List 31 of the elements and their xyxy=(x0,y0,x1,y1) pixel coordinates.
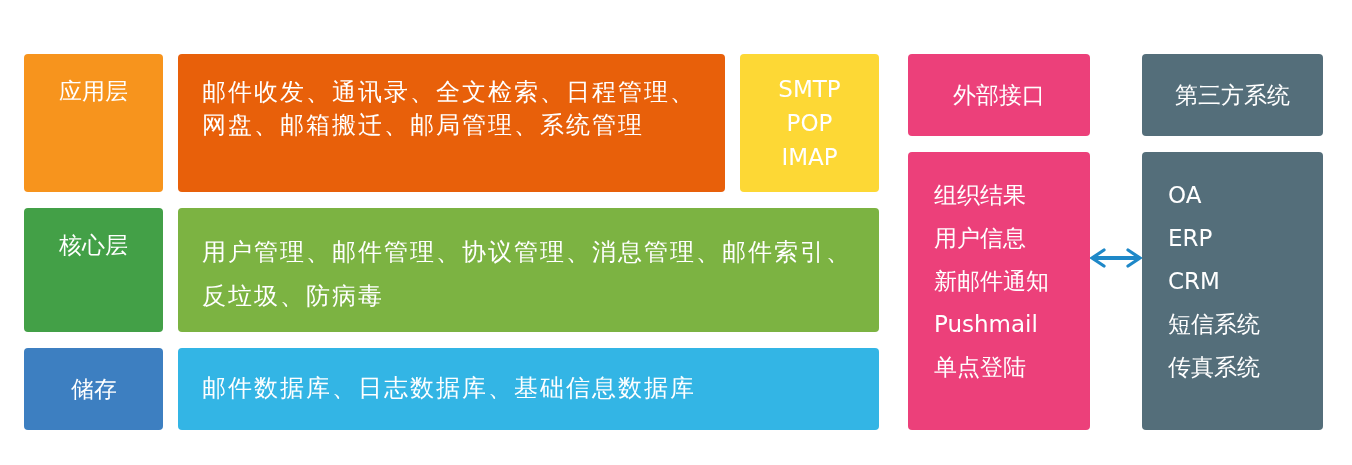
heading-text: 核心层 xyxy=(59,231,128,260)
list-item-text: 新邮件通知 xyxy=(934,267,1050,296)
heading-text: 第三方系统 xyxy=(1175,80,1290,110)
module-box xyxy=(178,54,725,192)
heading-text: 外部接口 xyxy=(953,80,1045,110)
list-item-text: CRM xyxy=(1168,267,1221,296)
protocol-text: SMTP POP IMAP xyxy=(777,75,842,172)
layer-label-box xyxy=(24,208,163,332)
list-item-text: Pushmail xyxy=(934,310,1039,339)
list-item-text: 组织结果 xyxy=(934,181,1027,210)
module-box xyxy=(178,208,879,332)
list-item-text: ERP xyxy=(1168,224,1214,253)
layer-label-box xyxy=(24,54,163,192)
heading-text: 储存 xyxy=(70,374,117,404)
interface-list-box xyxy=(908,152,1090,430)
double-arrow xyxy=(1090,248,1142,268)
list-item-text: 单点登陆 xyxy=(934,353,1027,382)
list-item-text: 用户信息 xyxy=(934,224,1027,253)
description-text: 邮件收发、通讯录、全文检索、日程管理、网盘、邮箱搬迁、邮局管理、系统管理 xyxy=(202,77,697,141)
list-item-text: 传真系统 xyxy=(1168,353,1261,382)
module-box xyxy=(178,348,879,430)
interface-header-box xyxy=(908,54,1090,136)
description-text: 邮件数据库、日志数据库、基础信息数据库 xyxy=(202,373,697,404)
system-header-box xyxy=(1142,54,1323,136)
layer-label-box xyxy=(24,348,163,430)
list-item-text: 短信系统 xyxy=(1168,310,1261,339)
description-text: 用户管理、邮件管理、协议管理、消息管理、邮件索引、反垃圾、防病毒 xyxy=(202,237,853,312)
heading-text: 应用层 xyxy=(59,77,128,106)
protocol-box xyxy=(740,54,879,192)
list-item-text: OA xyxy=(1168,181,1203,210)
system-list-box xyxy=(1142,152,1323,430)
